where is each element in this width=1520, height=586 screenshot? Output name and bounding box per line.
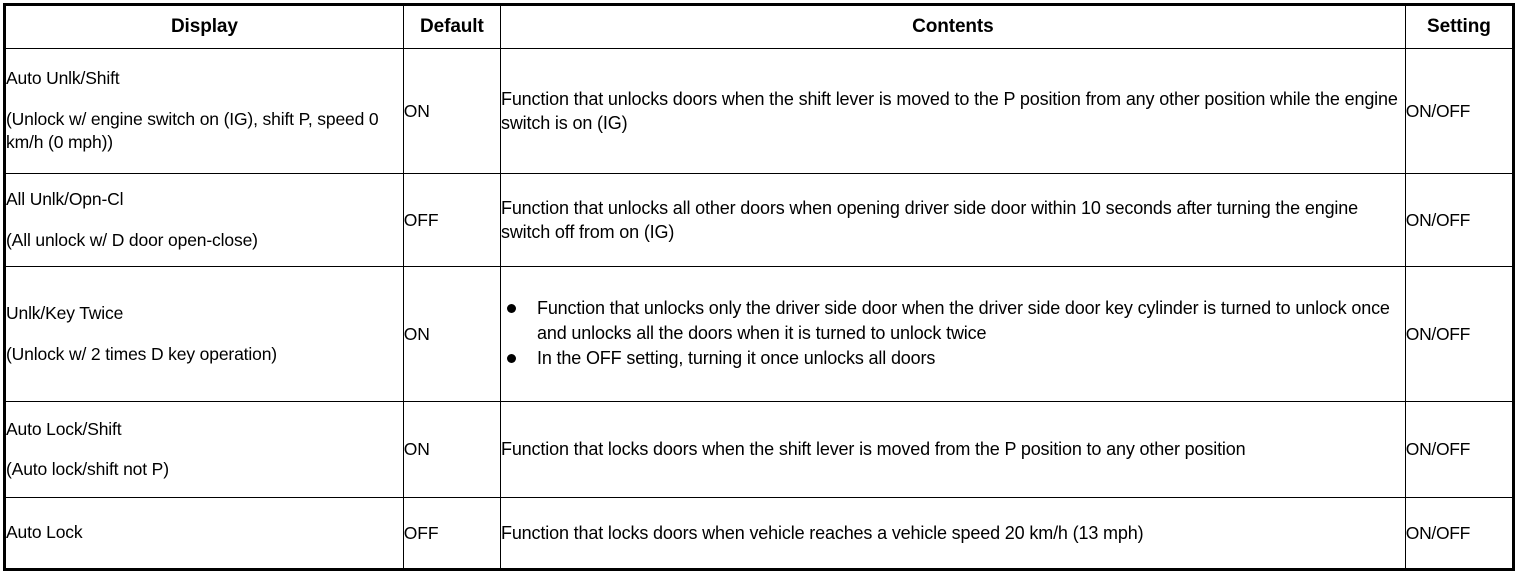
- cell-display: Auto Lock/Shift (Auto lock/shift not P): [4, 401, 404, 498]
- cell-setting: ON/OFF: [1404, 401, 1515, 498]
- column-header-display: Display: [4, 4, 404, 49]
- cell-default: OFF: [402, 173, 501, 267]
- table-row: Auto Unlk/Shift (Unlock w/ engine switch…: [4, 48, 1515, 174]
- cell-contents: Function that unlocks all other doors wh…: [499, 173, 1406, 267]
- display-name: Auto Lock/Shift: [6, 418, 122, 439]
- cell-default: OFF: [402, 497, 501, 570]
- cell-contents: Function that unlocks doors when the shi…: [499, 48, 1406, 174]
- cell-setting: ON/OFF: [1404, 48, 1515, 174]
- door-lock-settings-table: Display Default Contents Setting Auto Un…: [3, 3, 1515, 571]
- cell-default: ON: [402, 401, 501, 498]
- display-alias: (Unlock w/ engine switch on (IG), shift …: [6, 108, 379, 153]
- list-item: Function that unlocks only the driver si…: [501, 296, 1405, 345]
- cell-setting: ON/OFF: [1404, 497, 1515, 570]
- cell-contents: Function that locks doors when vehicle r…: [499, 497, 1406, 570]
- bullet-icon: [506, 304, 516, 314]
- column-header-default: Default: [402, 4, 501, 49]
- table-body: Auto Unlk/Shift (Unlock w/ engine switch…: [4, 48, 1515, 570]
- display-name: Unlk/Key Twice: [6, 303, 124, 324]
- table-header: Display Default Contents Setting: [4, 4, 1515, 49]
- display-alias: (All unlock w/ D door open-close): [6, 229, 258, 250]
- table-row: All Unlk/Opn-Cl (All unlock w/ D door op…: [4, 173, 1515, 267]
- cell-display: Unlk/Key Twice (Unlock w/ 2 times D key …: [4, 266, 404, 402]
- display-alias: (Auto lock/shift not P): [6, 459, 169, 479]
- column-header-contents: Contents: [499, 4, 1406, 49]
- column-header-setting: Setting: [1404, 4, 1515, 49]
- cell-setting: ON/OFF: [1404, 173, 1515, 267]
- cell-setting: ON/OFF: [1404, 266, 1515, 402]
- cell-display: Auto Lock: [4, 497, 404, 570]
- cell-default: ON: [402, 266, 501, 402]
- display-name: Auto Unlk/Shift: [6, 68, 120, 89]
- bullet-icon: [506, 354, 516, 364]
- display-name: All Unlk/Opn-Cl: [6, 189, 124, 210]
- cell-contents: Function that locks doors when the shift…: [499, 401, 1406, 498]
- cell-display: Auto Unlk/Shift (Unlock w/ engine switch…: [4, 48, 404, 174]
- table-row: Auto Lock OFF Function that locks doors …: [4, 497, 1515, 570]
- display-alias: (Unlock w/ 2 times D key operation): [6, 343, 277, 364]
- cell-display: All Unlk/Opn-Cl (All unlock w/ D door op…: [4, 173, 404, 267]
- table-row: Unlk/Key Twice (Unlock w/ 2 times D key …: [4, 266, 1515, 402]
- bullet-list: Function that unlocks only the driver si…: [501, 296, 1405, 370]
- cell-default: ON: [402, 48, 501, 174]
- display-name: Auto Lock: [6, 522, 83, 543]
- header-row: Display Default Contents Setting: [4, 4, 1515, 49]
- cell-contents: Function that unlocks only the driver si…: [499, 266, 1406, 402]
- list-item-text: Function that unlocks only the driver si…: [536, 298, 1390, 343]
- list-item-text: In the OFF setting, turning it once unlo…: [536, 348, 936, 369]
- list-item: In the OFF setting, turning it once unlo…: [501, 346, 1405, 370]
- table-row: Auto Lock/Shift (Auto lock/shift not P) …: [4, 401, 1515, 498]
